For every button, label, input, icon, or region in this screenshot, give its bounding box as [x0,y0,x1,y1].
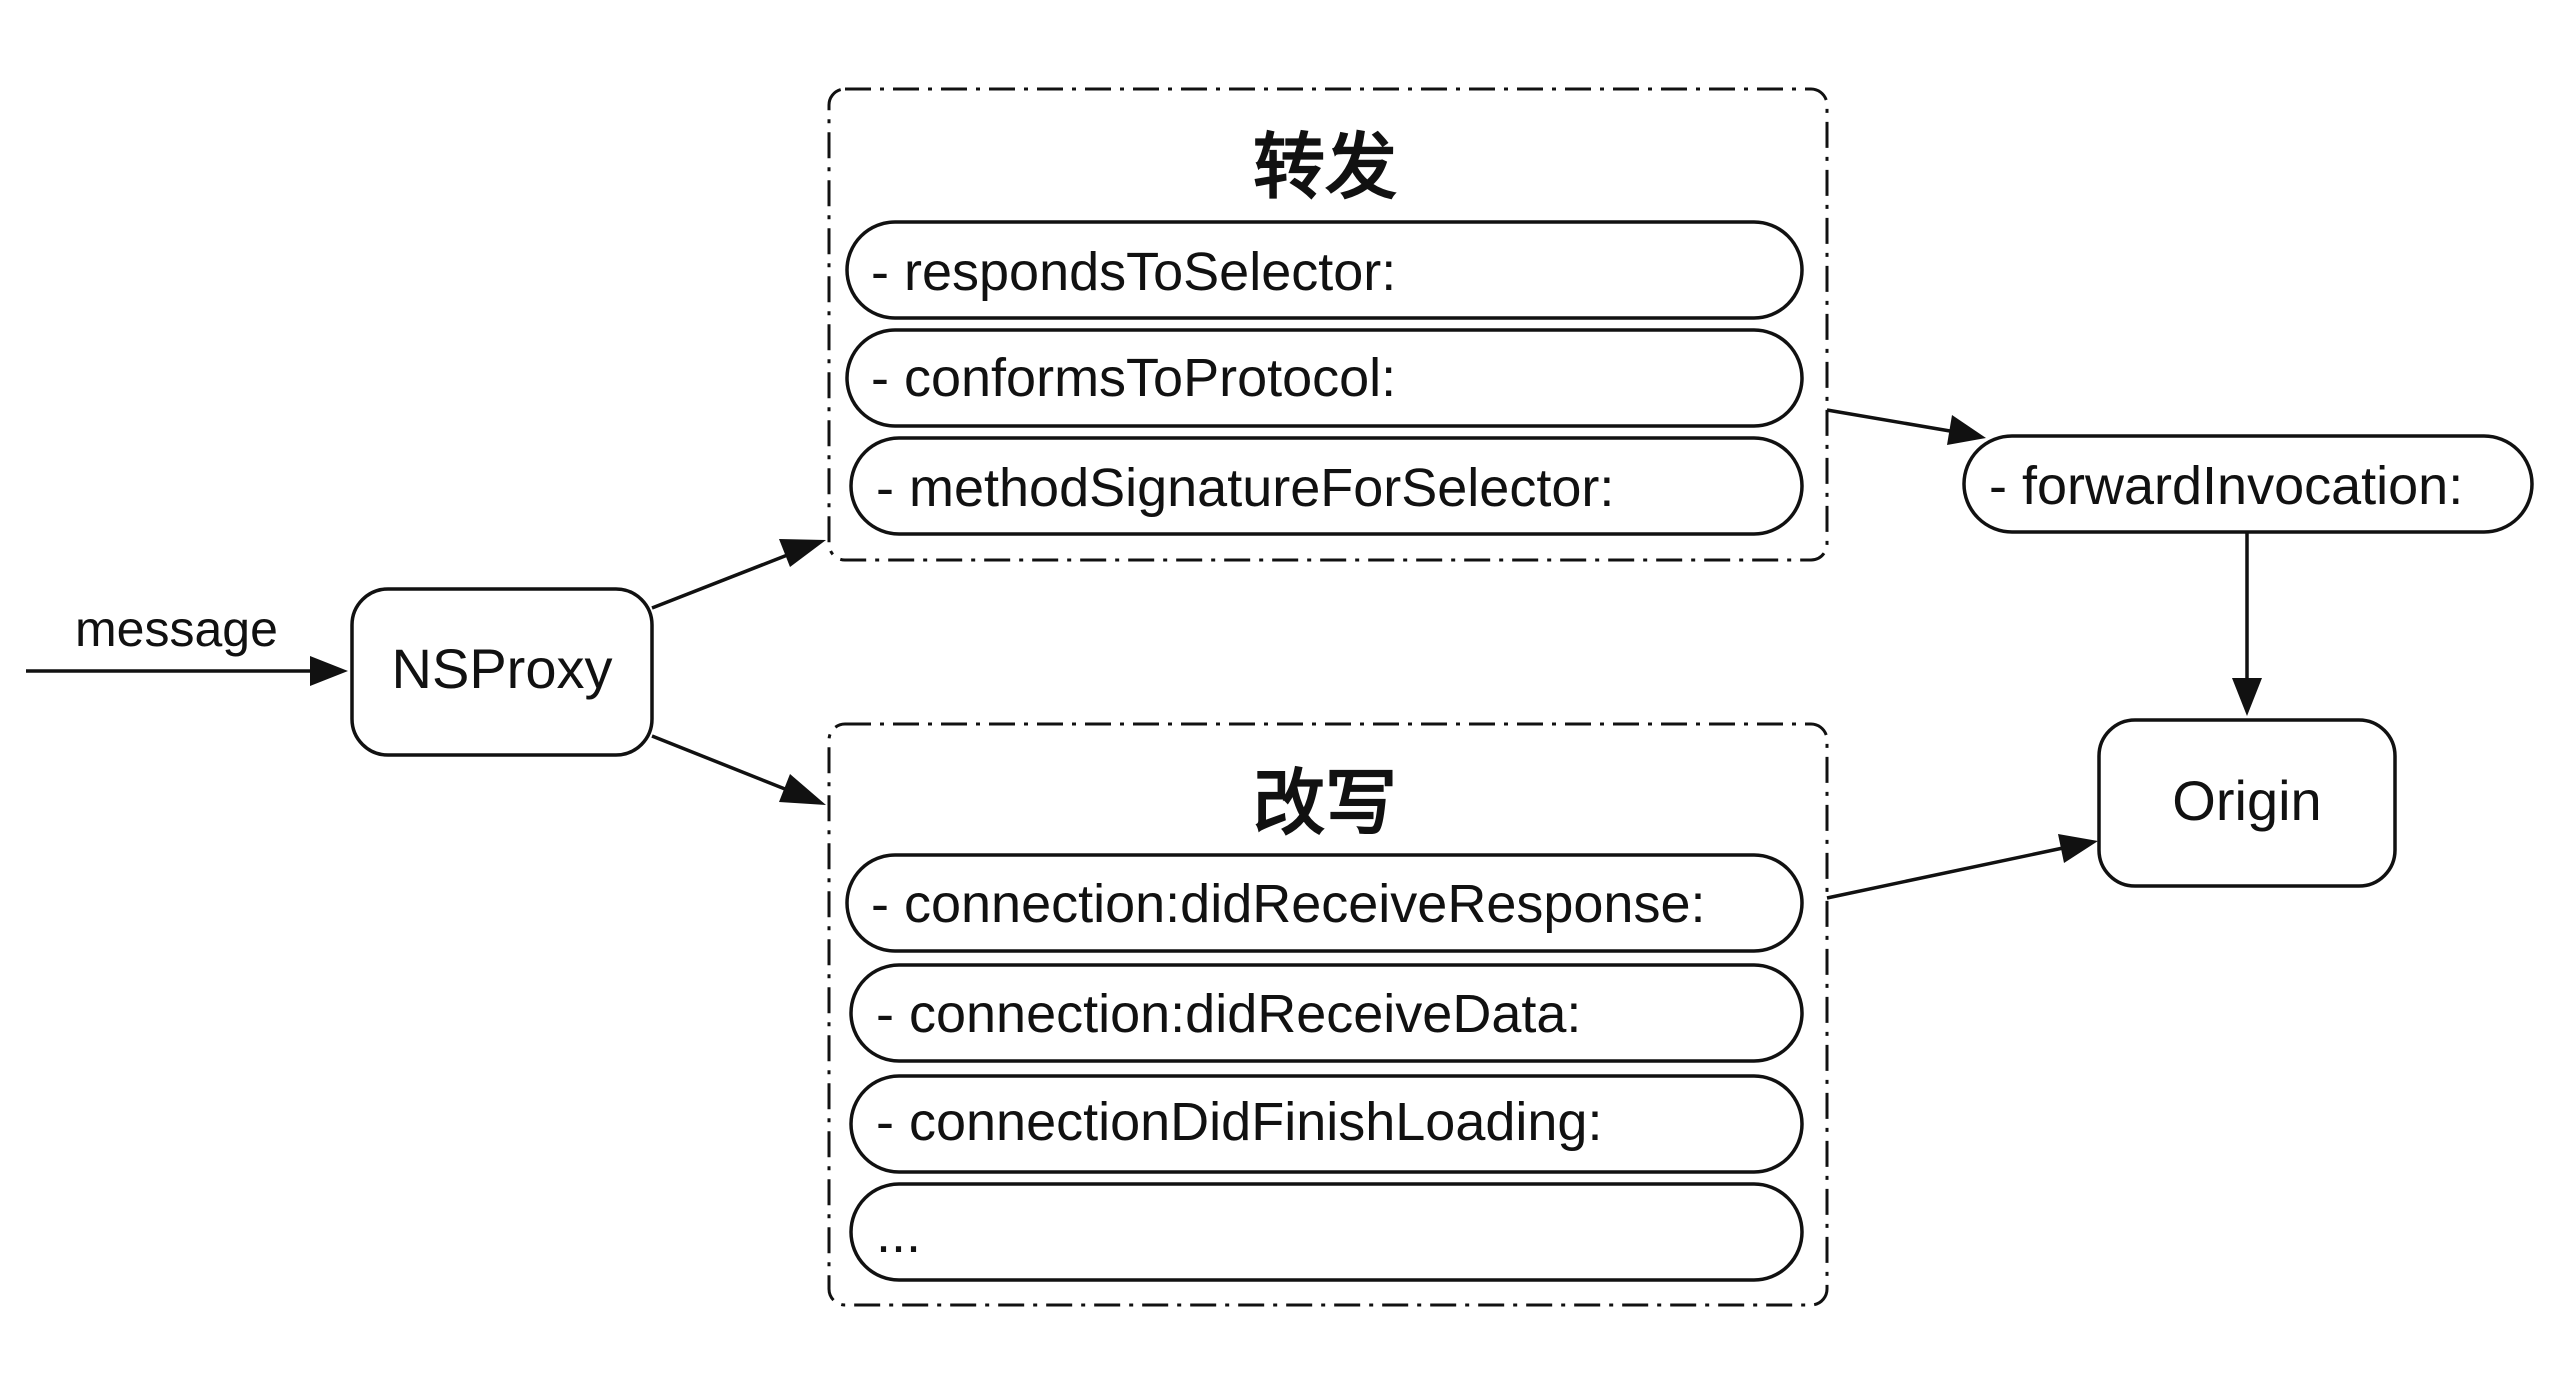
method-label: - methodSignatureForSelector: [876,458,1614,518]
method-label: - connection:didReceiveData: [876,984,1581,1044]
arrow-head [2232,678,2262,716]
method-item: - connectionDidFinishLoading: [849,1074,1804,1174]
forward-invocation-node: - forwardInvocation: [1962,434,2534,534]
nsproxy-label: NSProxy [392,637,613,700]
message-edge: message [26,601,348,686]
invocation-to-origin-edge [2232,532,2262,716]
method-label: ... [876,1204,921,1264]
rewrite-group-border [827,722,1829,1307]
forward-invocation-label: - forwardInvocation: [1989,456,2463,516]
method-pill [849,963,1804,1063]
method-pill [849,1182,1804,1282]
origin-node: Origin [2097,718,2397,888]
method-pill [845,220,1804,320]
method-label: - respondsToSelector: [871,242,1396,302]
method-label: - conformsToProtocol: [871,348,1396,408]
edge-line [1826,846,2064,900]
forward-group-border [827,87,1829,562]
rewrite-group: 改写 - connection:didReceiveResponse: - co… [827,722,1829,1307]
method-pill [849,436,1804,536]
forward-group: 转发 - respondsToSelector: - conformsToPro… [827,87,1829,562]
forward-group-title: 转发 [1253,128,1397,208]
method-pill [845,853,1804,953]
arrow-head [1947,415,1986,445]
nsproxy-to-rewrite-edge [651,734,826,805]
edge-line [1826,408,1951,433]
message-label: message [75,601,278,657]
arrow-head [779,774,826,805]
method-item: - connection:didReceiveData: [849,963,1804,1063]
nsproxy-to-forward-edge [651,539,826,610]
method-label: - connection:didReceiveResponse: [871,874,1706,934]
method-pill [845,328,1804,428]
nsproxy-box [350,587,654,757]
method-item: - conformsToProtocol: [845,328,1804,428]
method-item: - methodSignatureForSelector: [849,436,1804,536]
method-item: ... [849,1182,1804,1282]
nsproxy-node: NSProxy [350,587,654,757]
method-item: - respondsToSelector: [845,220,1804,320]
edge-line [651,552,791,610]
forward-to-invocation-edge [1826,408,1986,445]
rewrite-group-title: 改写 [1253,764,1397,844]
edge-line [651,734,791,793]
method-pill [849,1074,1804,1174]
arrow-head [2058,834,2098,863]
origin-box [2097,718,2397,888]
method-item: - connection:didReceiveResponse: [845,853,1804,953]
rewrite-to-origin-edge [1826,834,2098,900]
origin-label: Origin [2172,769,2321,832]
method-label: - connectionDidFinishLoading: [876,1092,1602,1152]
arrow-head [779,539,826,567]
arrow-head [310,656,348,686]
